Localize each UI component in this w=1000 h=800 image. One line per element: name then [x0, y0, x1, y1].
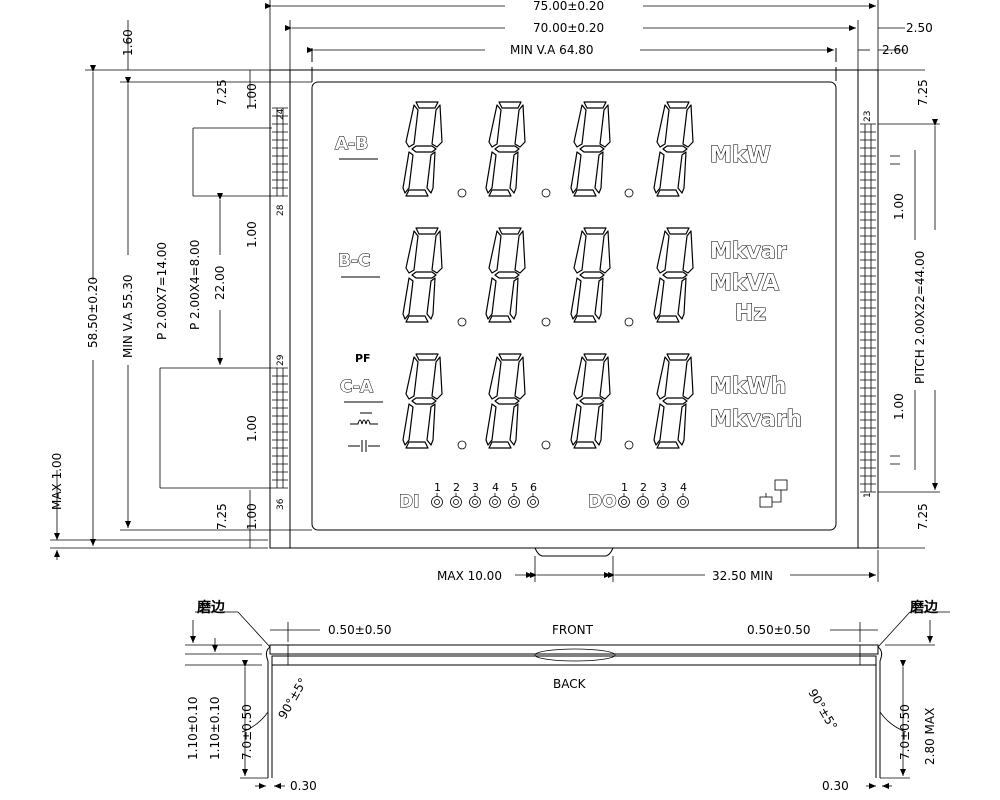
- dim-left-edge-top: 7.25: [215, 79, 229, 106]
- row1-label: A-B: [335, 134, 368, 154]
- decimal-points: [457, 188, 634, 450]
- side-front-label: FRONT: [552, 623, 594, 637]
- side-thick-a: 1.10±0.10: [186, 697, 200, 761]
- svg-text:4: 4: [492, 481, 499, 494]
- dim-span: 22.00: [213, 266, 227, 300]
- svg-text:3: 3: [660, 481, 667, 494]
- side-angle-left: 90°±5°: [275, 676, 310, 722]
- side-angle-right: 90°±5°: [805, 687, 840, 733]
- unit-mkvar: Mkvar: [710, 239, 787, 264]
- side-pin-width-left: 0.30: [290, 779, 317, 793]
- dim-top-offset: 1.60: [121, 29, 135, 56]
- dim-right-pitch: PITCH 2.00X22=44.00: [913, 251, 927, 384]
- dim-pin-width-4: 1.00: [245, 503, 259, 530]
- do-label: DO: [588, 492, 617, 512]
- dim-pin-width-2: 1.00: [245, 221, 259, 248]
- side-offset-left: 0.50±0.50: [328, 623, 392, 637]
- svg-text:6: 6: [530, 481, 537, 494]
- side-pin-len-right: 7.0±0.50: [898, 704, 912, 760]
- top-dimensions: [265, 0, 905, 70]
- dim-right-b: 2.60: [882, 43, 909, 57]
- side-pin-width-right: 0.30: [822, 779, 849, 793]
- right-dimensions: [878, 69, 940, 549]
- dim-pitch-a: P 2.00X7=14.00: [155, 242, 169, 340]
- svg-text:5: 5: [511, 481, 518, 494]
- pin-23-label: 23: [863, 111, 873, 122]
- side-view: [185, 611, 950, 789]
- right-pins: [860, 123, 876, 493]
- side-pin-len-left: 7.0±0.50: [240, 704, 254, 760]
- dim-right-edge-top: 7.25: [916, 79, 930, 106]
- dim-max-1: MAX 1.00: [50, 453, 64, 510]
- left-dimensions: [50, 20, 312, 560]
- svg-text:2: 2: [453, 481, 460, 494]
- dim-right-pin-width-1: 1.00: [892, 193, 906, 220]
- inductor-icon: [350, 412, 378, 425]
- do-indicators: [618, 492, 689, 508]
- pin-29-label: 29: [276, 354, 286, 366]
- pin-36-label: 36: [276, 498, 286, 510]
- side-thick-b: 1.10±0.10: [208, 697, 222, 761]
- dim-min-tail: 32.50 MIN: [712, 569, 773, 583]
- side-max-thick: 2.80 MAX: [923, 708, 937, 765]
- svg-text:4: 4: [680, 481, 687, 494]
- dim-inner-width: 70.00±0.20: [533, 21, 604, 35]
- di-indicators: [431, 492, 539, 508]
- dim-view-area: MIN V.A 64.80: [510, 43, 594, 57]
- dim-outer-width: 75.00±0.20: [533, 0, 604, 13]
- unit-mkw: MkW: [710, 143, 771, 168]
- network-icon: [759, 479, 788, 508]
- capacitor-icon: [348, 440, 380, 452]
- dim-pin-width-3: 1.00: [245, 415, 259, 442]
- dim-right-edge-bottom: 7.25: [916, 503, 930, 530]
- side-back-label: BACK: [553, 677, 587, 691]
- dim-pitch-b: P 2.00X4=8.00: [188, 240, 202, 330]
- bottom-dimensions: [515, 550, 879, 582]
- digit-grid: [402, 101, 694, 449]
- dim-right-pin-width-2: 1.00: [892, 393, 906, 420]
- pin-24-label: 24: [276, 108, 286, 120]
- svg-text:1: 1: [434, 481, 441, 494]
- row3-label: C-A: [340, 377, 374, 397]
- unit-hz: Hz: [735, 301, 766, 326]
- row2-label: B-C: [338, 251, 371, 271]
- pin-28-label: 28: [276, 204, 286, 216]
- dim-left-edge-bottom: 7.25: [215, 503, 229, 530]
- di-label: DI: [399, 492, 419, 512]
- side-offset-right: 0.50±0.50: [747, 623, 811, 637]
- do-numbers: 1 2 3 4: [621, 481, 687, 494]
- edge-grind-right: 磨边: [910, 599, 939, 616]
- lcd-outline: [269, 69, 879, 557]
- svg-text:1: 1: [621, 481, 628, 494]
- dim-view-area-height: MIN V.A 55.30: [121, 274, 135, 358]
- unit-mkwh: MkWh: [710, 374, 786, 399]
- svg-text:2: 2: [640, 481, 647, 494]
- dim-height: 58.50±0.20: [86, 277, 100, 348]
- unit-mkva: MkVA: [710, 271, 779, 296]
- edge-grind-left: 磨边: [197, 599, 226, 616]
- dim-right-a: 2.50: [906, 21, 933, 35]
- pin-1-label: 1: [863, 492, 873, 498]
- unit-mkvarh: Mkvarh: [710, 407, 802, 432]
- dim-pin-width-1: 1.00: [245, 83, 259, 110]
- svg-text:3: 3: [472, 481, 479, 494]
- dim-max-tail: MAX 10.00: [437, 569, 502, 583]
- di-numbers: 1 2 3 4 5 6: [434, 481, 537, 494]
- pf-label: PF: [355, 352, 371, 365]
- left-pins: [272, 107, 288, 489]
